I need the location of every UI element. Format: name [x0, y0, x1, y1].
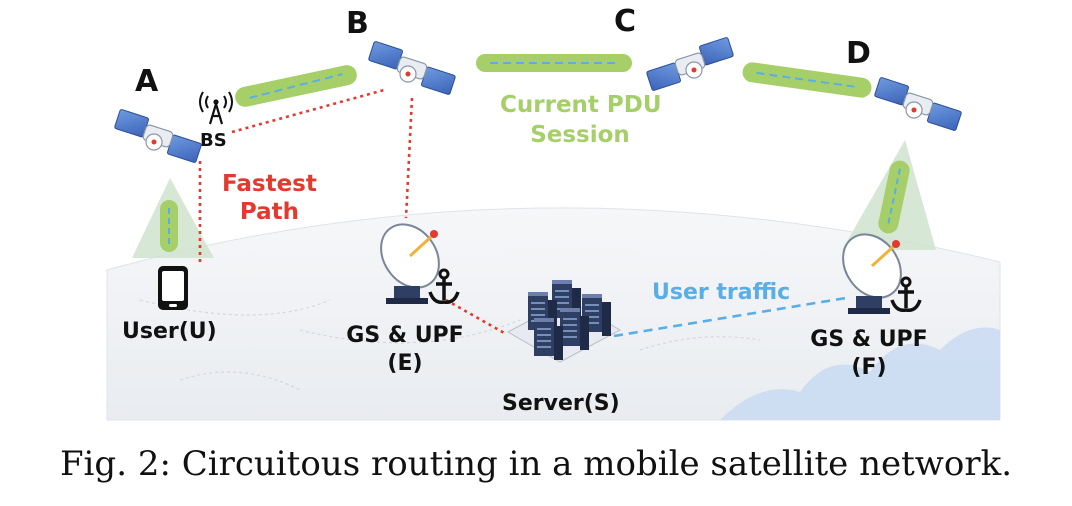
base-station-icon	[199, 91, 233, 125]
map-borders	[139, 299, 761, 391]
figure-caption: Fig. 2: Circuitous routing in a mobile s…	[59, 444, 1013, 484]
anchor-icon-f	[890, 276, 922, 313]
gs-upf-f-label-line1: GS & UPF	[810, 327, 928, 352]
satellite-a	[113, 108, 203, 164]
pdu-link-b-c	[476, 54, 632, 72]
server-label: Server(S)	[502, 391, 620, 416]
pdu-session-label: Current PDU Session	[500, 90, 662, 150]
pdu-link-user-a	[160, 200, 178, 252]
pdu-link-d-f	[878, 160, 910, 234]
fastest-path-label-line1: Fastest	[222, 171, 317, 197]
node-label-d: D	[846, 36, 871, 71]
gs-upf-f-label: GS & UPF (F)	[804, 326, 934, 382]
gs-upf-e-label-line2: (E)	[387, 351, 423, 376]
pdu-session-label-line1: Current PDU	[500, 92, 662, 118]
pdu-link-a-b	[235, 65, 357, 107]
fastest-path-label-line2: Path	[239, 199, 299, 225]
satellite-d	[873, 76, 963, 132]
ground-station-dish-f	[842, 233, 902, 314]
bs-label: BS	[200, 130, 227, 151]
satellite-b	[367, 40, 457, 96]
map-water	[720, 327, 1000, 420]
gs-upf-f-label-line2: (F)	[851, 355, 887, 380]
server-icon	[506, 279, 622, 363]
node-label-a: A	[135, 64, 159, 99]
node-label-b: B	[346, 6, 369, 41]
pdu-link-c-d	[742, 62, 872, 98]
user-traffic-label: User traffic	[652, 280, 791, 305]
satellite-c	[645, 36, 735, 92]
user-traffic-link	[613, 296, 847, 338]
pdu-session-label-line2: Session	[530, 122, 630, 148]
anchor-icon-e	[428, 268, 460, 305]
pdu-session-links	[160, 54, 910, 252]
phone-icon	[158, 266, 188, 310]
gs-upf-e-label-line1: GS & UPF	[346, 323, 464, 348]
node-label-c: C	[614, 4, 637, 39]
user-label: User(U)	[122, 319, 217, 344]
fastest-path	[198, 88, 507, 336]
ground-station-dish-e	[380, 223, 440, 304]
fastest-path-label: Fastest Path	[222, 170, 317, 226]
gs-upf-e-label: GS & UPF (E)	[340, 322, 470, 378]
